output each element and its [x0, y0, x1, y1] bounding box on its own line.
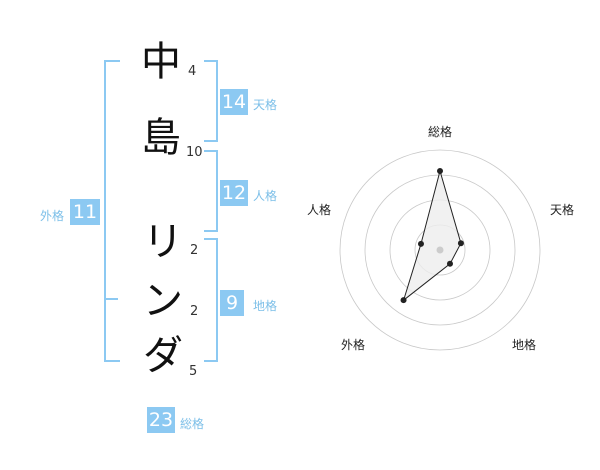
radar-label-soukaku: 総格	[428, 125, 453, 139]
radar-center-dot	[436, 246, 444, 254]
name-char-2: 島	[141, 115, 181, 161]
jinkaku-bracket	[204, 150, 218, 232]
soukaku-label: 総格	[180, 417, 205, 431]
tenkaku-label: 天格	[253, 98, 278, 112]
chikaku-label: 地格	[253, 299, 278, 313]
chikaku-bracket	[204, 238, 218, 362]
radar-point-2	[457, 240, 464, 247]
stroke-count-1: 4	[188, 64, 197, 79]
gaikaku-label: 外格	[40, 209, 65, 223]
radar-point-1	[437, 168, 443, 174]
radar-point-5	[417, 240, 424, 247]
gaikaku-bracket-divider	[106, 298, 118, 300]
gaikaku-value: 11	[70, 199, 100, 225]
radar-ring	[339, 149, 541, 351]
jinkaku-label: 人格	[253, 189, 278, 203]
name-char-1: 中	[141, 39, 181, 85]
radar-points	[400, 168, 464, 304]
radar-point-3	[446, 260, 453, 267]
gaikaku-bracket	[104, 60, 120, 362]
jinkaku-value: 12	[220, 180, 248, 206]
name-char-4: ン	[143, 278, 183, 324]
radar-label-chikaku: 地格	[512, 338, 537, 352]
radar-point-4	[400, 297, 407, 304]
stroke-count-2: 10	[186, 145, 203, 160]
tenkaku-value: 14	[220, 89, 248, 115]
radar-label-gaikaku: 外格	[341, 338, 366, 352]
name-char-5: ダ	[143, 333, 183, 379]
chikaku-value: 9	[220, 290, 244, 316]
stroke-count-3: 2	[190, 243, 199, 258]
soukaku-value: 23	[147, 407, 175, 433]
tenkaku-bracket	[204, 60, 218, 142]
radar-area	[402, 169, 462, 302]
radar-label-jinkaku: 人格	[307, 203, 332, 217]
radar-label-tenkaku: 天格	[550, 203, 575, 217]
radar-chart	[339, 149, 541, 351]
name-char-3: リ	[143, 219, 183, 265]
stroke-count-4: 2	[190, 304, 199, 319]
stroke-count-5: 5	[189, 364, 198, 379]
